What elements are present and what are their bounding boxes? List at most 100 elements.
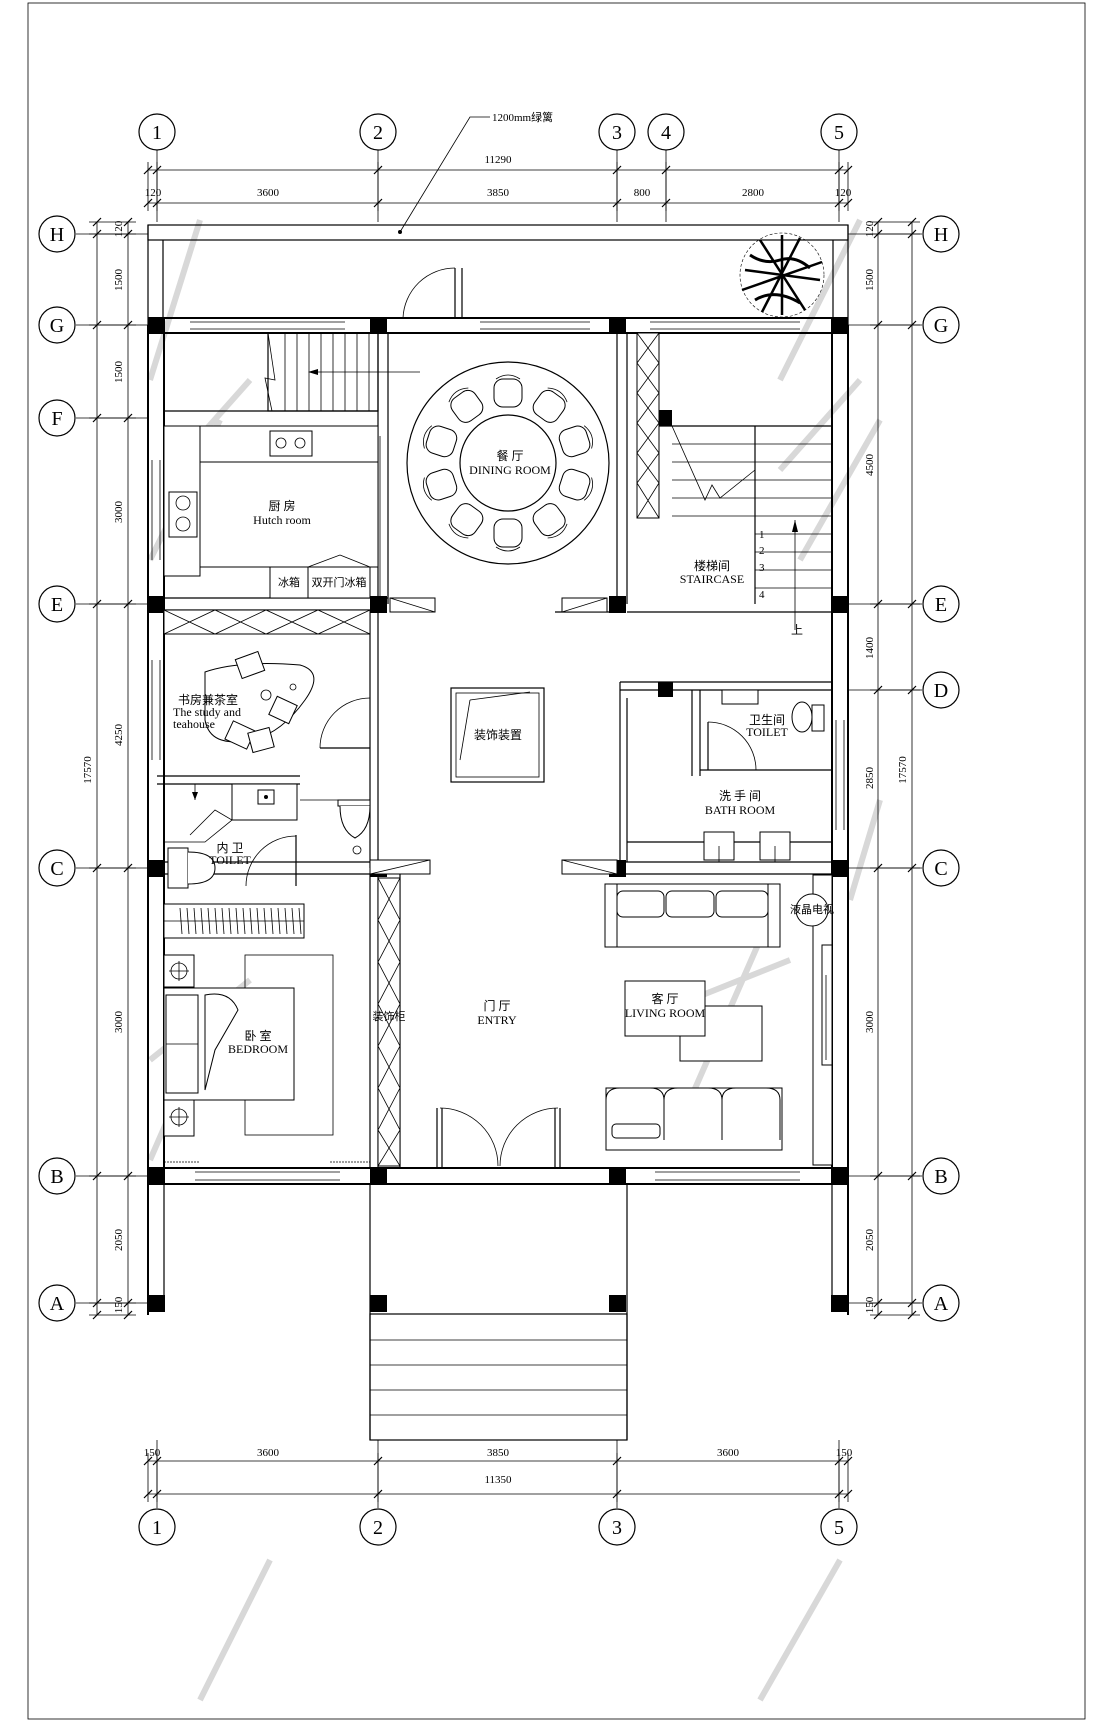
axis-label: G [50,315,64,337]
chair-back [423,425,433,449]
room-label-en: BATH ROOM [705,803,776,817]
axis-label: B [934,1166,947,1188]
dimensions-left: 120 1500 1500 3000 4250 3000 2050 150 17… [82,217,136,1320]
chair-back [423,477,433,501]
cabinet-tag: 冰箱 [278,575,300,589]
chair-seat [450,503,484,537]
dimensions-bottom: 150 3600 3850 3600 150 11350 [143,1447,853,1502]
dining-chair [493,518,523,552]
chair-back [583,477,593,501]
hanger [249,907,253,935]
dimensions-top: 11290 120 3600 3850 800 2800 120 [143,154,853,211]
axis-label: D [934,680,948,702]
room-label-cn: 卫生间 [749,713,785,727]
room-label-cn: 书房兼茶室 [178,692,238,707]
stair-step-no: 1 [759,529,765,541]
chair-back [547,387,568,403]
axis-label: A [50,1293,65,1315]
cabinet-tag: 液晶电视 [790,902,834,916]
axis-label: E [51,594,63,616]
dining-chair [493,374,523,408]
front-door [436,1107,561,1168]
hanger [235,907,239,935]
dim-top-seg: 120 [835,187,852,199]
dim-right-overall: 17570 [897,756,909,784]
dim-left-seg: 3000 [113,1011,125,1034]
stair-nw [264,332,420,412]
porch [147,1184,833,1440]
kitchen: 厨 房 Hutch room 冰箱 双开门冰箱 [163,410,381,599]
chair-back [583,425,593,449]
room-label-en: TOILET [209,853,251,867]
chair-seat [425,468,458,501]
dim-bottom-seg: 3600 [717,1447,740,1459]
hedge-note-text: 1200mm绿篱 [492,110,553,124]
room-label-cn: 内 卫 [216,841,243,855]
chair-seat [532,389,566,423]
chair-seat [493,518,523,548]
dim-left-seg: 1500 [113,361,125,384]
room-label-en: Hutch room [253,513,311,527]
hanger [263,907,267,935]
dining-chair [532,387,568,423]
cabinet-tag: 双开门冰箱 [312,575,367,589]
entrance-steps [369,1313,628,1441]
decor-installation: 装饰装置 [450,687,545,783]
hanger [179,907,183,935]
hanger [186,907,190,935]
room-label-cn: 厨 房 [268,498,295,513]
room-label-cn: 客 厅 [651,991,678,1006]
dim-left-seg: 1500 [113,269,125,292]
dim-right-seg: 2050 [864,1229,876,1252]
chair-seat [558,425,591,458]
room-label-cn: 洗 手 间 [719,789,761,803]
dining-chair [448,387,484,423]
dim-right-seg: 2850 [864,767,876,790]
living-room: 液晶电视 客 厅 LIVING ROOM [604,874,834,1166]
axis-label: G [934,315,948,337]
axis-label: E [935,594,947,616]
hanger [207,907,211,935]
dim-left-seg: 4250 [113,724,125,747]
axis-label: F [51,408,62,430]
bath-room: 洗 手 间 BATH ROOM [703,789,791,862]
hanger [242,907,246,935]
chair-back [448,387,469,403]
chair-seat [532,503,566,537]
hanger [193,907,197,935]
axis-label: H [50,224,64,246]
watermark [147,218,883,1702]
dim-right-seg: 3000 [864,1011,876,1034]
dim-top-seg: 3600 [257,187,280,199]
decor-label: 装饰装置 [474,728,522,742]
hanger [291,907,295,935]
drawing-border [27,2,1086,1720]
room-label-en: DINING ROOM [469,463,551,477]
axis-label: B [50,1166,63,1188]
dim-top-seg: 3850 [487,187,510,199]
stair-step-no: 2 [759,545,765,557]
hanger [256,907,260,935]
dim-left-seg: 150 [113,1296,125,1313]
hanger [277,907,281,935]
dining-chair [532,503,568,539]
dim-right-seg: 120 [864,220,876,237]
dim-top-overall: 11290 [484,154,512,166]
dim-bottom-seg: 150 [144,1447,161,1459]
chair-back [448,523,469,539]
wardrobe [163,903,305,939]
stair-step-no: 3 [759,562,765,574]
axis-lines [76,150,922,1508]
room-label-en: The study and [173,705,241,719]
dim-top-seg: 120 [145,187,162,199]
entry: 门 厅 ENTRY [477,998,517,1027]
room-label-cn: 楼梯间 [694,558,730,573]
tree-icon [739,232,825,318]
room-label-en: teahouse [173,717,215,731]
axis-label: 4 [661,122,671,144]
room-label-en: ENTRY [477,1013,517,1027]
stair-up-label: 上 [791,623,803,637]
chair-seat [558,468,591,501]
right-toilet: 卫生间 TOILET [707,689,825,771]
entry-cabinet: 装饰柜 [373,877,406,1167]
